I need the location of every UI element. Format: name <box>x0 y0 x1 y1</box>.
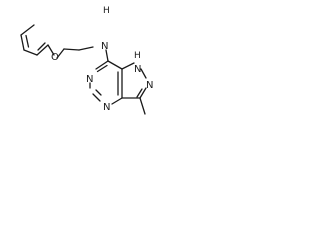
bond <box>25 34 30 48</box>
bond <box>37 42 46 51</box>
bond <box>136 88 143 98</box>
bond <box>105 49 109 62</box>
pyrazole-nitrogen-label: N <box>146 80 153 91</box>
oxygen-label: O <box>51 52 59 63</box>
bond <box>78 46 94 51</box>
bond <box>92 93 101 102</box>
molecule-structure: O H N H N N N N <box>20 6 153 115</box>
bond <box>139 87 147 99</box>
pyrimidine-nitrogen-top-label: N <box>86 74 93 85</box>
bond <box>121 62 135 70</box>
methyl-bond <box>139 97 146 115</box>
pyrimidine-ring <box>89 60 123 105</box>
methylene-linker <box>63 46 94 51</box>
bond <box>63 48 80 51</box>
bond <box>107 60 123 70</box>
bond <box>20 24 35 36</box>
bond <box>140 68 147 79</box>
pyrimidine-nitrogen-bottom-label: N <box>103 102 110 113</box>
bond <box>23 49 38 56</box>
pyrazole-nh-nitrogen-label: N <box>134 64 141 75</box>
bond <box>56 48 65 59</box>
pyrazole-hydrogen-label: H <box>134 51 141 61</box>
bond <box>36 44 49 56</box>
bond <box>20 34 25 51</box>
bond <box>96 64 108 73</box>
amine-hydrogen-label: H <box>103 6 110 16</box>
furan-ring <box>20 24 65 59</box>
bond <box>95 60 109 70</box>
bond <box>95 89 102 96</box>
bond <box>47 44 55 56</box>
bond <box>111 97 123 105</box>
pyrazole-ring <box>121 62 147 99</box>
amine-nitrogen-label: N <box>101 41 108 52</box>
